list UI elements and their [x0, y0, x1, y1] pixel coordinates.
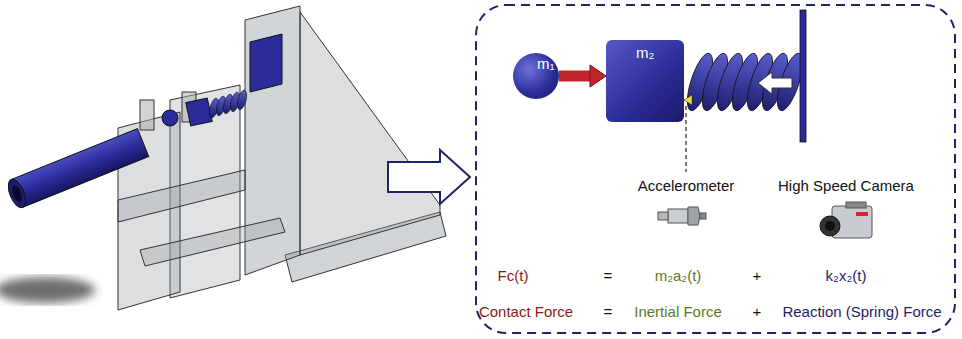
equation-operator: = [604, 304, 613, 321]
mass-label: m₂ [636, 44, 654, 61]
force-arrow [559, 65, 606, 87]
mass-ball: m₁ [513, 53, 559, 99]
equation-operator: + [753, 304, 762, 321]
cad-apparatus [0, 6, 446, 310]
equation-caption: Inertial Force [634, 304, 722, 321]
mass-label: m₁ [537, 55, 555, 72]
leader-line [685, 106, 686, 172]
reaction-arrow [758, 72, 792, 94]
part-label: High Speed Camera [778, 178, 914, 195]
spring [682, 51, 808, 114]
equation-operator: = [604, 268, 613, 285]
accelerometer-marker [684, 95, 692, 105]
equation-term: k₂x₂(t) [826, 268, 867, 285]
part-label: Accelerometer [638, 178, 735, 195]
mass-block: m₂ [606, 40, 684, 122]
equation-caption: Contact Force [479, 304, 573, 321]
dashed-frame [476, 5, 955, 333]
camera-icon [820, 202, 872, 238]
transition-arrow [388, 150, 470, 204]
equation-term: m₂a₂(t) [655, 268, 702, 285]
equation-operator: + [753, 268, 762, 285]
equation-caption: Reaction (Spring) Force [782, 304, 941, 321]
equation-term: Fc(t) [498, 268, 529, 285]
accelerometer-icon [658, 207, 706, 225]
wall [800, 10, 806, 142]
